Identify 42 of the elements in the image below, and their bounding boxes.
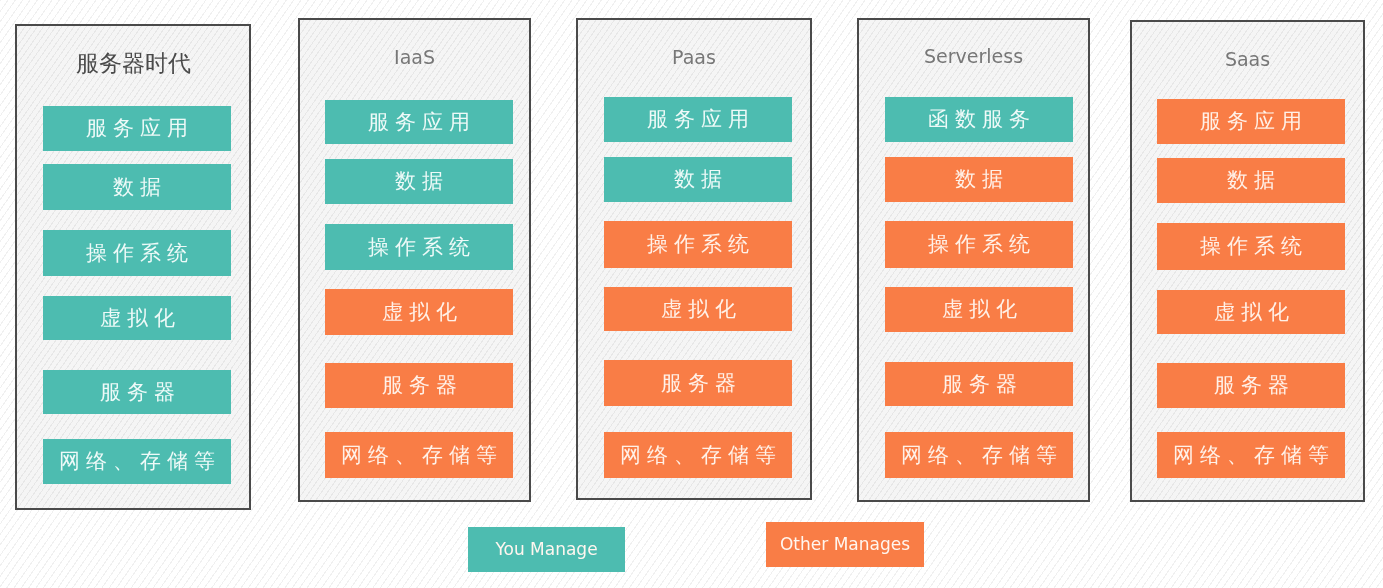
layer-box: 操作系统 (1157, 223, 1345, 270)
layer-box: 服务应用 (325, 100, 513, 144)
layer-box: 服务器 (1157, 363, 1345, 408)
layer-box: 数据 (885, 157, 1073, 202)
column-heading: IaaS (394, 48, 435, 67)
layer-box: 网络、存储等 (1157, 432, 1345, 478)
layer-box: 虚拟化 (885, 287, 1073, 332)
layer-box: 操作系统 (43, 230, 231, 276)
layer-box: 服务应用 (604, 97, 792, 142)
layer-box: 数据 (325, 159, 513, 204)
layer-box: 数据 (43, 164, 231, 210)
layer-box: 服务器 (604, 360, 792, 406)
layer-box: 服务器 (325, 363, 513, 408)
layer-box: 服务器 (885, 362, 1073, 406)
column-heading: 服务器时代 (75, 52, 191, 75)
column-panel (576, 18, 812, 500)
column-panel (1130, 20, 1365, 502)
column-panel (298, 18, 531, 502)
layer-box: 服务应用 (43, 106, 231, 151)
legend-label: Other Manages (779, 536, 911, 553)
column-panel (15, 24, 251, 510)
layer-box: 服务器 (43, 370, 231, 414)
layer-box: 网络、存储等 (325, 432, 513, 478)
layer-box: 服务应用 (1157, 99, 1345, 144)
layer-box: 数据 (1157, 158, 1345, 203)
column-heading: Serverless (923, 47, 1024, 66)
layer-box: 网络、存储等 (885, 432, 1073, 478)
layer-box: 虚拟化 (43, 296, 231, 340)
layer-box: 函数服务 (885, 97, 1073, 142)
column-heading: Saas (1224, 50, 1271, 69)
layer-box: 虚拟化 (604, 287, 792, 331)
column-heading: Paas (672, 48, 716, 67)
layer-box: 网络、存储等 (43, 439, 231, 484)
layer-box: 操作系统 (604, 221, 792, 268)
layer-box: 虚拟化 (325, 289, 513, 335)
layer-box: 数据 (604, 157, 792, 202)
layer-box: 网络、存储等 (604, 432, 792, 478)
layer-box: 操作系统 (325, 224, 513, 270)
column-panel (857, 18, 1090, 502)
legend-label: You Manage (495, 541, 598, 558)
layer-box: 虚拟化 (1157, 290, 1345, 334)
layer-box: 操作系统 (885, 221, 1073, 268)
